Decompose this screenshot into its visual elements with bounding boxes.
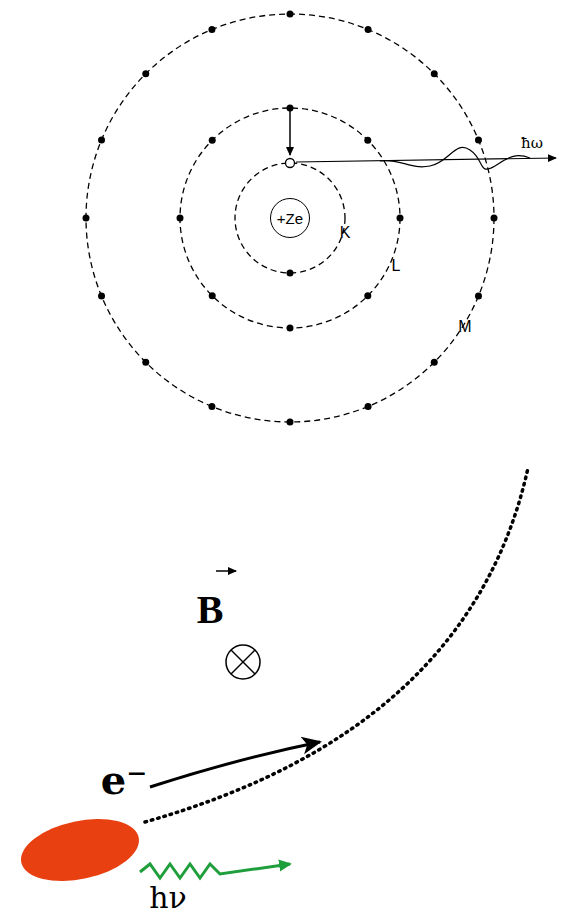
electron <box>209 137 216 144</box>
electron <box>287 11 294 18</box>
magnetic-field-symbol: B <box>197 590 224 630</box>
photon-wave <box>140 864 290 878</box>
electron <box>287 419 294 426</box>
electron <box>364 292 371 299</box>
vacancy <box>286 159 295 168</box>
nucleus: +Ze <box>270 198 310 238</box>
field-into-page <box>226 645 260 679</box>
electron <box>365 403 372 410</box>
electron <box>98 136 105 143</box>
electron <box>475 136 482 143</box>
electron-shells <box>86 14 494 422</box>
electron <box>142 359 149 366</box>
electron <box>431 70 438 77</box>
transition-arrow <box>289 111 291 155</box>
velocity-arrow <box>150 742 320 787</box>
electron-path <box>145 468 528 822</box>
electron <box>177 215 184 222</box>
electron <box>364 137 371 144</box>
shell-label: L <box>392 258 401 274</box>
electron <box>209 292 216 299</box>
shell-label: M <box>458 319 471 335</box>
electron <box>142 70 149 77</box>
electron-symbol: e⁻ <box>101 760 148 800</box>
photon-energy: ħω <box>521 136 543 151</box>
photon-energy: hν <box>149 883 187 913</box>
electron <box>208 26 215 33</box>
electron <box>208 403 215 410</box>
bending-magnet <box>15 809 144 891</box>
electron <box>365 26 372 33</box>
electron <box>98 293 105 300</box>
nucleus-charge: +Ze <box>277 211 303 226</box>
photon-axis <box>296 158 556 162</box>
electron <box>287 270 294 277</box>
electron <box>397 215 404 222</box>
vector-arrow <box>216 570 236 572</box>
electron <box>287 105 294 112</box>
electron <box>431 359 438 366</box>
electron <box>83 215 90 222</box>
photon-wave <box>380 147 530 169</box>
electrons <box>83 11 498 426</box>
electron <box>287 325 294 332</box>
electron <box>475 293 482 300</box>
electron <box>491 215 498 222</box>
shell-label: K <box>340 225 351 241</box>
